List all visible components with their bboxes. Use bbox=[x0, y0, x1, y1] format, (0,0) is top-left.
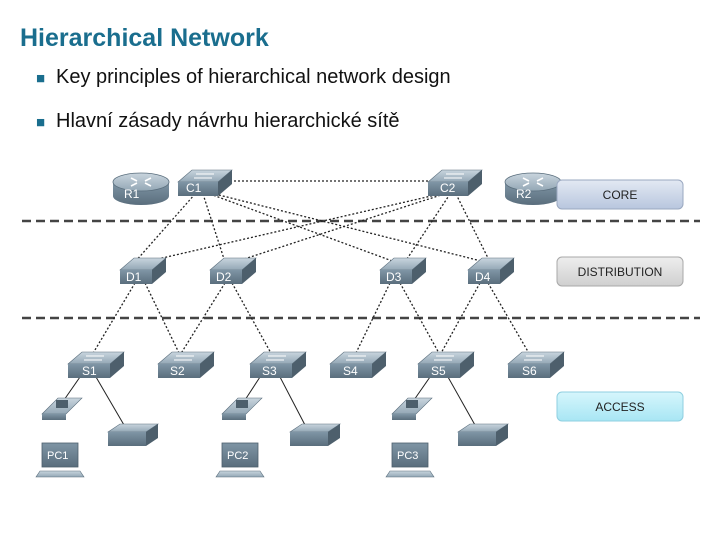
link-c1-d2 bbox=[202, 193, 226, 263]
device-label-s4: S4 bbox=[343, 364, 358, 378]
pc-2[interactable]: PC2 bbox=[215, 442, 265, 478]
access-links bbox=[63, 376, 476, 426]
device-label-d2: D2 bbox=[216, 270, 232, 284]
link-d2-s3 bbox=[231, 282, 273, 356]
link-d3-s5 bbox=[399, 282, 441, 356]
link-s1-phone bbox=[63, 376, 81, 401]
switch-d2[interactable]: D2 bbox=[209, 257, 257, 284]
link-c2-d4 bbox=[455, 193, 491, 263]
device-label-d4: D4 bbox=[475, 270, 491, 284]
network-links bbox=[91, 180, 531, 356]
switch-c2[interactable]: C2 bbox=[427, 169, 483, 196]
device-label-d3: D3 bbox=[386, 270, 402, 284]
link-c1-d3 bbox=[209, 193, 396, 263]
switch-s1[interactable]: S1 bbox=[67, 351, 125, 378]
link-c1-d1 bbox=[134, 193, 196, 263]
link-s5-printer bbox=[447, 376, 476, 426]
link-d4-s6 bbox=[487, 282, 531, 356]
bullet-1-text: Key principles of hierarchical network d… bbox=[56, 66, 451, 88]
link-s3-printer bbox=[279, 376, 306, 426]
layer-box-access: ACCESS bbox=[556, 391, 684, 422]
device-label-pc1: PC1 bbox=[47, 450, 68, 462]
link-c2-d2 bbox=[234, 193, 445, 263]
device-label-s6: S6 bbox=[522, 364, 537, 378]
switch-s4[interactable]: S4 bbox=[329, 351, 387, 378]
slide-title: Hierarchical Network bbox=[20, 24, 269, 52]
router-arrows-icon bbox=[522, 177, 544, 187]
layer-label-distribution: DISTRIBUTION bbox=[578, 265, 663, 279]
router-r1[interactable]: R1 bbox=[112, 172, 170, 205]
device-label-s1: S1 bbox=[82, 364, 97, 378]
layer-box-distribution: DISTRIBUTION bbox=[556, 256, 684, 287]
switch-s2[interactable]: S2 bbox=[157, 351, 215, 378]
device-label-r1: R1 bbox=[124, 187, 140, 201]
device-label-s2: S2 bbox=[170, 364, 185, 378]
device-label-r2: R2 bbox=[516, 187, 532, 201]
link-c1-d4 bbox=[214, 193, 486, 263]
ip-phone-icon bbox=[391, 397, 433, 420]
printer-icon bbox=[457, 423, 509, 446]
printer-icon bbox=[107, 423, 159, 446]
link-s5-phone bbox=[413, 376, 431, 401]
device-label-pc3: PC3 bbox=[397, 450, 418, 462]
link-d4-s5 bbox=[439, 282, 481, 356]
ip-phone-icon bbox=[221, 397, 263, 420]
layer-label-core: CORE bbox=[603, 188, 638, 202]
switch-d3[interactable]: D3 bbox=[379, 257, 427, 284]
device-label-s3: S3 bbox=[262, 364, 277, 378]
link-c2-d3 bbox=[404, 193, 451, 263]
bullet-square-icon: ■ bbox=[36, 70, 46, 87]
switch-s6[interactable]: S6 bbox=[507, 351, 565, 378]
switch-d4[interactable]: D4 bbox=[467, 257, 515, 284]
router-arrows-icon bbox=[130, 177, 152, 187]
device-label-s5: S5 bbox=[431, 364, 446, 378]
pc-1[interactable]: PC1 bbox=[35, 442, 85, 478]
bullet-2-text: Hlavní zásady návrhu hierarchické sítě bbox=[56, 110, 400, 132]
switch-s3[interactable]: S3 bbox=[249, 351, 307, 378]
layer-box-core: CORE bbox=[556, 179, 684, 210]
link-d1-s1 bbox=[91, 282, 136, 356]
switch-s5[interactable]: S5 bbox=[417, 351, 475, 378]
link-s1-printer bbox=[95, 376, 125, 426]
printer-icon bbox=[289, 423, 341, 446]
device-label-d1: D1 bbox=[126, 270, 142, 284]
bullet-square-icon: ■ bbox=[36, 114, 46, 131]
pc-3[interactable]: PC3 bbox=[385, 442, 435, 478]
link-d1-s2 bbox=[144, 282, 181, 356]
switch-d1[interactable]: D1 bbox=[119, 257, 167, 284]
link-s3-phone bbox=[244, 376, 261, 401]
link-d3-s4 bbox=[354, 282, 391, 356]
device-label-c1: C1 bbox=[186, 181, 202, 195]
ip-phone-icon bbox=[41, 397, 83, 420]
bullet-2: ■ Hlavní zásady návrhu hierarchické sítě bbox=[36, 110, 400, 133]
switch-c1[interactable]: C1 bbox=[177, 169, 233, 196]
bullet-1: ■ Key principles of hierarchical network … bbox=[36, 66, 451, 89]
link-c2-d1 bbox=[144, 193, 441, 263]
device-label-pc2: PC2 bbox=[227, 450, 248, 462]
device-label-c2: C2 bbox=[440, 181, 456, 195]
router-r2[interactable]: R2 bbox=[504, 172, 562, 205]
layer-label-access: ACCESS bbox=[595, 400, 644, 414]
